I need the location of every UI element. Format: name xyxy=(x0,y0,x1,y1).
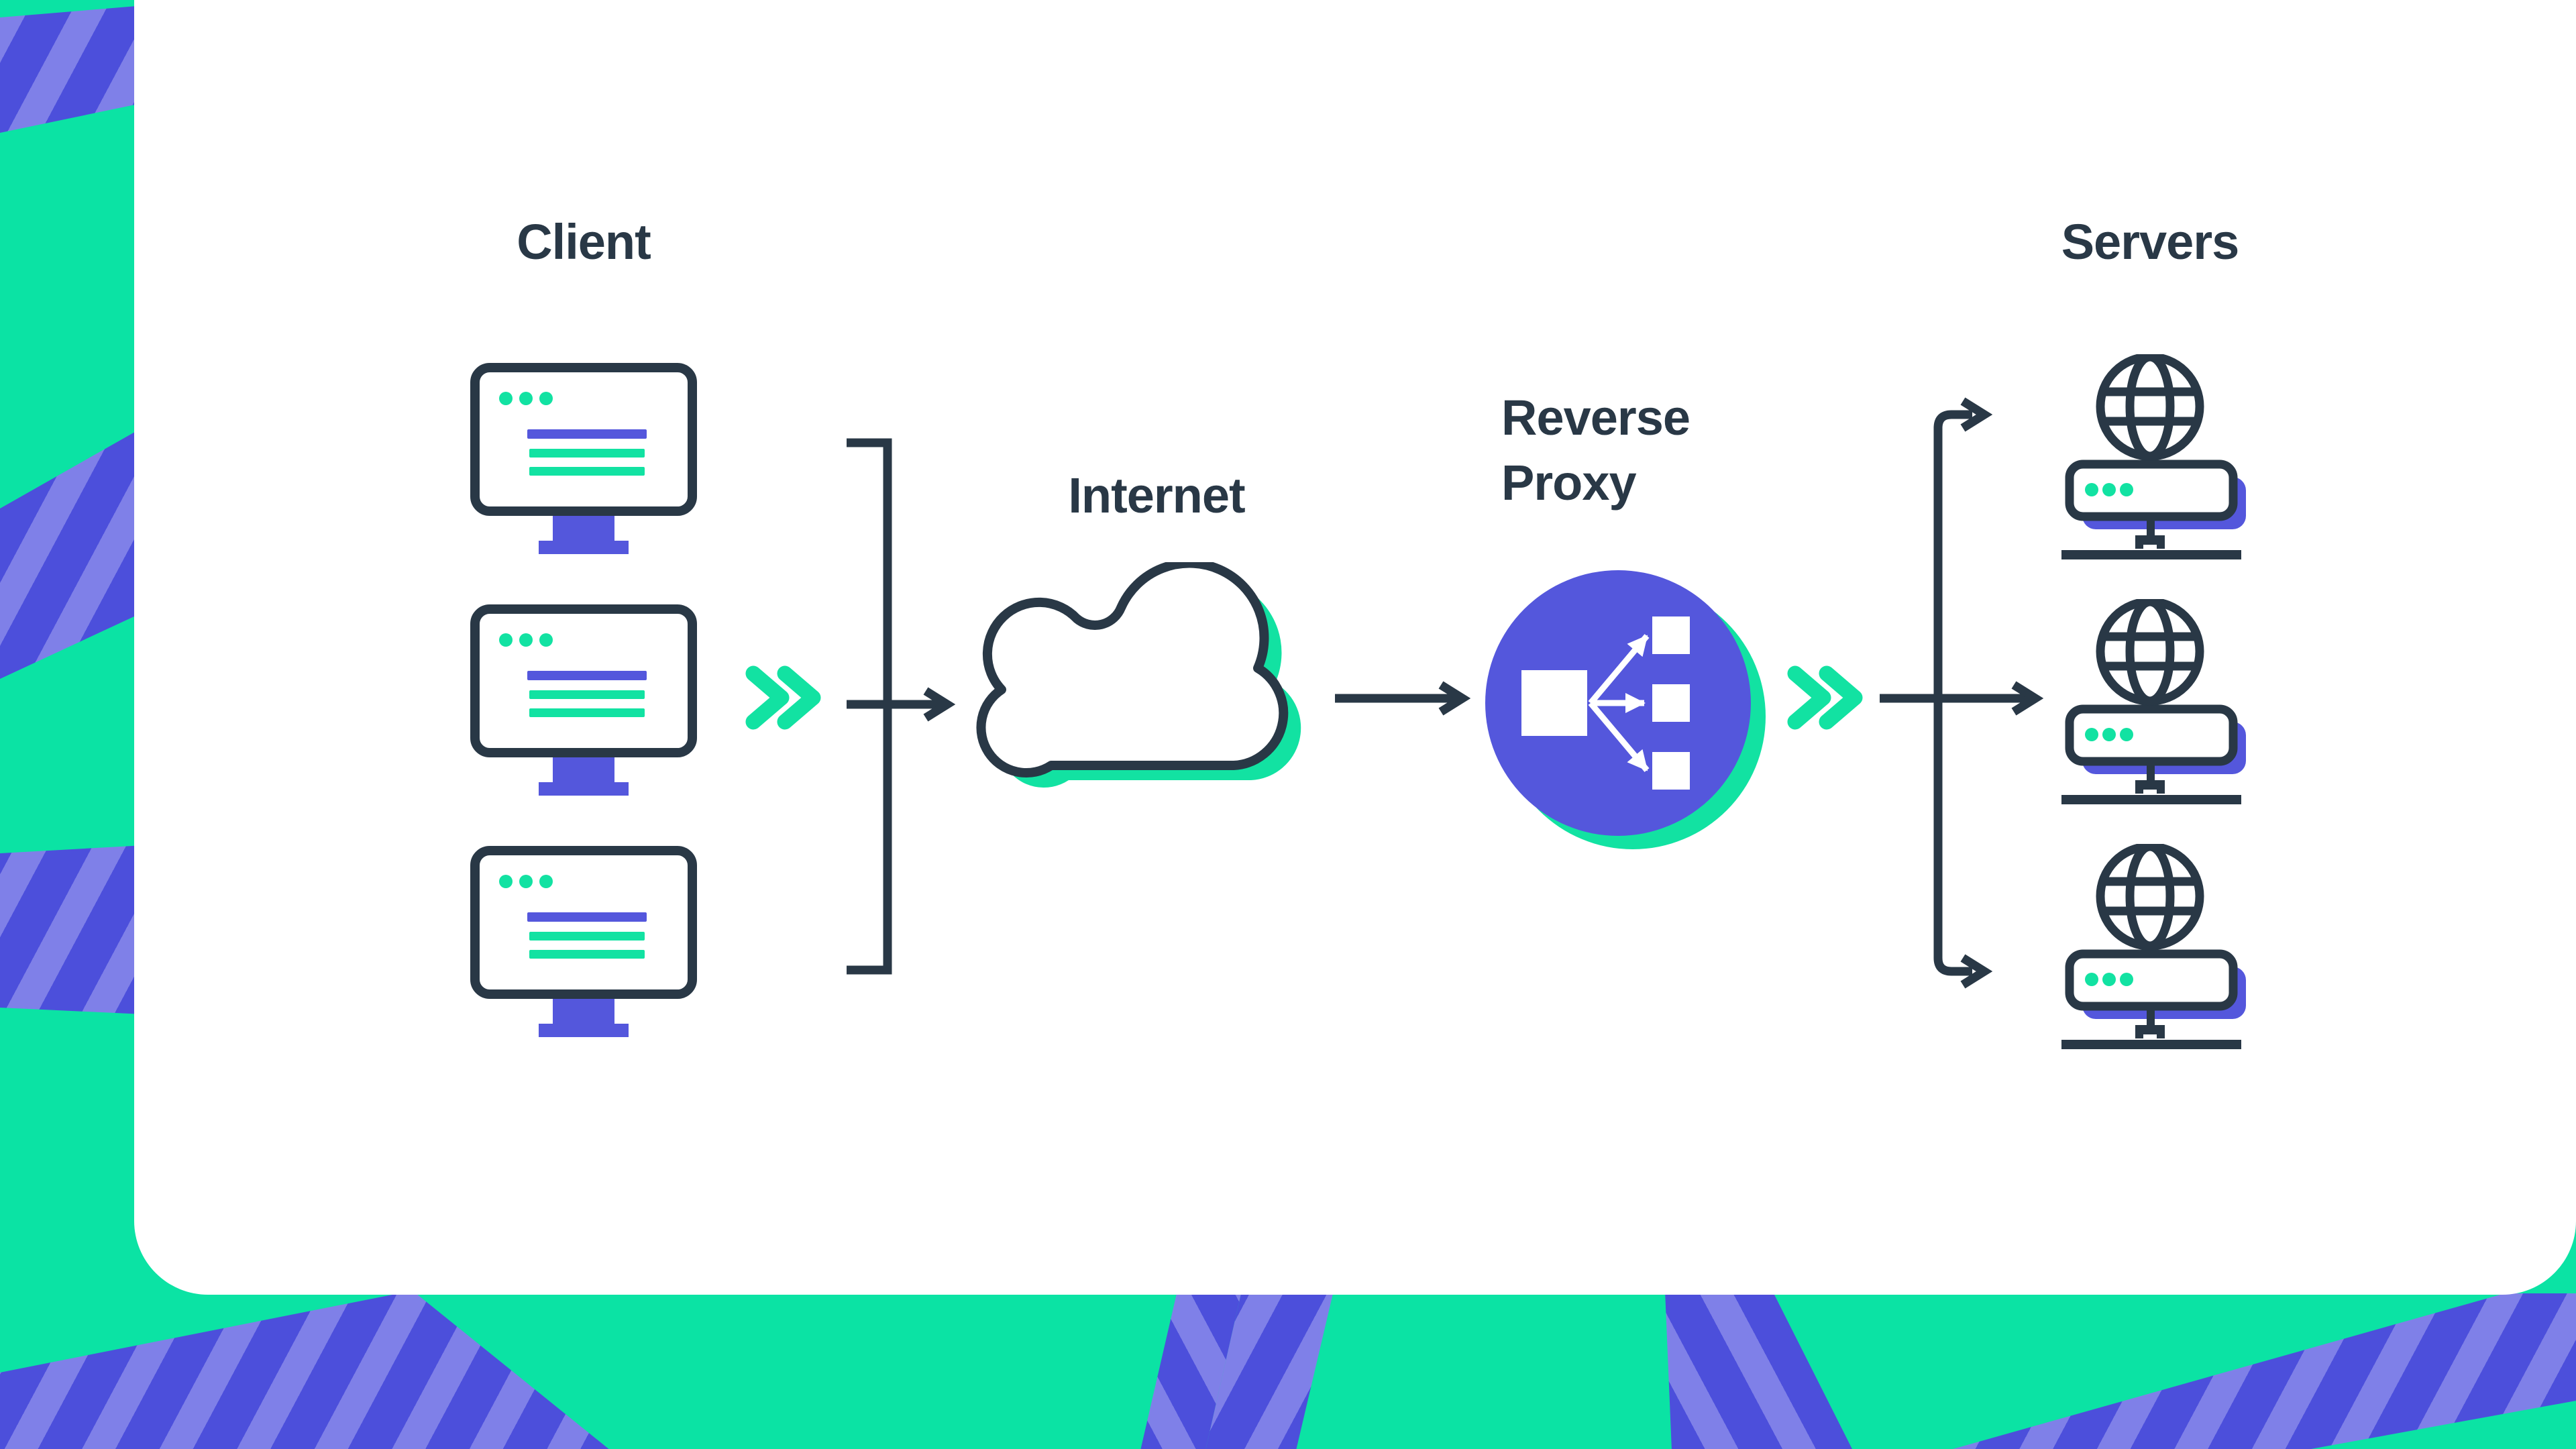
internet-cloud-icon xyxy=(976,562,1301,788)
server-branch-arrows xyxy=(1880,397,2044,989)
reverse-proxy-title: Reverse Proxy xyxy=(1501,390,1690,511)
server-icon xyxy=(2061,354,2246,559)
server-icon xyxy=(2061,599,2246,804)
client-monitor-icon xyxy=(470,363,697,554)
client-monitor-icon xyxy=(470,846,697,1037)
client-title: Client xyxy=(517,214,651,270)
server-icon xyxy=(2061,844,2246,1049)
reverse-proxy-icon xyxy=(1485,570,1766,849)
arrow-internet-to-proxy xyxy=(1335,681,1471,716)
client-monitor-icon xyxy=(470,604,697,796)
chevron-right-icon xyxy=(745,665,821,730)
client-merge-bracket xyxy=(847,438,956,975)
servers-title: Servers xyxy=(2061,214,2240,270)
internet-title: Internet xyxy=(1068,468,1245,523)
chevron-right-icon xyxy=(1787,665,1863,730)
